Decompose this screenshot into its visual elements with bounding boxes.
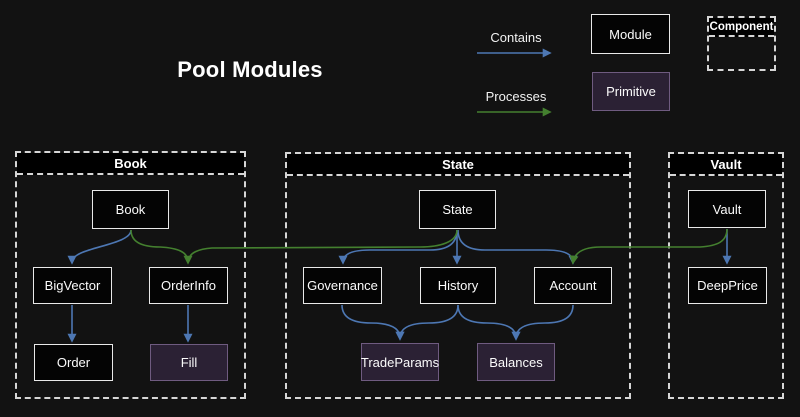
node-orderinfo-label: OrderInfo: [161, 278, 216, 293]
container-state: State: [285, 152, 631, 399]
legend-module-label: Module: [609, 26, 652, 42]
node-tradeparams: TradeParams: [361, 343, 439, 381]
node-governance: Governance: [303, 267, 382, 304]
node-order-label: Order: [56, 355, 91, 370]
node-orderinfo: OrderInfo: [149, 267, 228, 304]
legend-component-label: Component: [709, 18, 774, 37]
legend-primitive-label: Primitive: [606, 84, 656, 99]
node-balances: Balances: [477, 343, 555, 381]
container-book: Book: [15, 151, 246, 399]
node-order: Order: [34, 344, 113, 381]
node-deepprice: DeepPrice: [688, 267, 767, 304]
node-book-label: Book: [115, 202, 146, 217]
container-book-title: Book: [17, 153, 244, 175]
node-history-label: History: [437, 278, 479, 293]
container-state-title: State: [287, 154, 629, 176]
legend-module-box: Module: [591, 14, 670, 54]
container-vault: Vault: [668, 152, 784, 399]
legend-primitive-box: Primitive: [592, 72, 670, 111]
node-state-label: State: [442, 202, 473, 217]
node-history: History: [420, 267, 496, 304]
node-bigvector: BigVector: [33, 267, 112, 304]
container-vault-title: Vault: [670, 154, 782, 176]
legend-component-box: Component: [707, 16, 776, 71]
node-bigvector-label: BigVector: [44, 278, 101, 293]
node-deepprice-label: DeepPrice: [697, 278, 758, 293]
node-vault-label: Vault: [712, 201, 742, 217]
node-state: State: [419, 190, 496, 229]
node-fill: Fill: [150, 344, 228, 381]
node-account-label: Account: [549, 278, 597, 293]
page-title: Pool Modules: [177, 57, 323, 82]
legend-contains-label: Contains: [490, 30, 542, 45]
node-governance-label: Governance: [307, 278, 378, 293]
node-vault: Vault: [688, 190, 766, 228]
node-balances-label: Balances: [489, 354, 543, 370]
node-tradeparams-label: TradeParams: [360, 354, 440, 370]
node-account: Account: [534, 267, 612, 304]
node-book: Book: [92, 190, 169, 229]
legend-processes-label: Processes: [485, 89, 547, 104]
node-fill-label: Fill: [180, 355, 198, 370]
